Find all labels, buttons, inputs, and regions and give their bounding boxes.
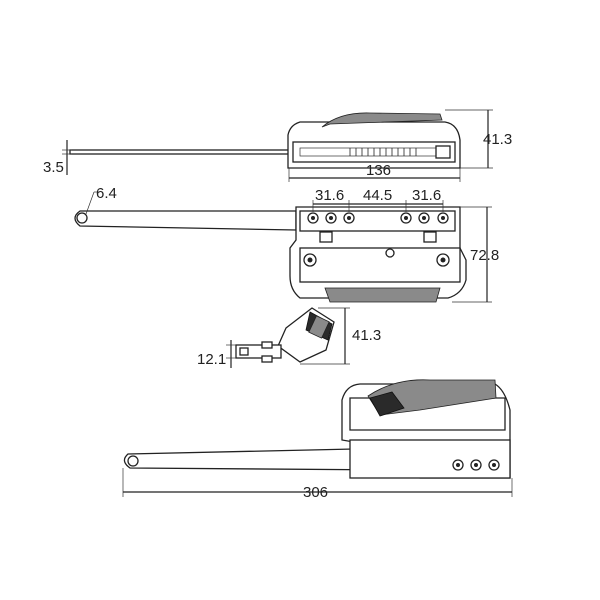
- top-view-arm-dim: 3.5: [43, 159, 64, 176]
- front-view-arm: [74, 210, 297, 231]
- top-view-handle: [321, 112, 443, 128]
- front-view-hole-dim: 6.4: [96, 185, 117, 202]
- top-view-arm: [69, 149, 296, 155]
- front-view-spacing-left: 31.6: [315, 187, 344, 204]
- front-view-arm-hole: [76, 212, 88, 224]
- front-view: 6.4 31.6 44.5 31.6 72.8: [74, 185, 499, 303]
- front-view-spacing-right: 31.6: [412, 187, 441, 204]
- front-view-mount-holes: [307, 212, 449, 224]
- top-view-width-dim: 136: [366, 162, 391, 179]
- top-view: 41.3 136 3.5: [43, 109, 512, 182]
- side-view: 41.3 12.1: [197, 307, 381, 368]
- top-view-height-dim: 41.3: [483, 131, 512, 148]
- side-view-height-dim: 41.3: [352, 327, 381, 344]
- bottom-view-length-dim: 306: [303, 484, 328, 501]
- front-view-height-dim: 72.8: [470, 247, 499, 264]
- side-view-depth-dim: 12.1: [197, 351, 226, 368]
- front-view-handle: [324, 287, 441, 303]
- bottom-view-arm-hole: [127, 455, 139, 467]
- bottom-view: 306: [122, 379, 513, 501]
- front-view-spacing-middle: 44.5: [363, 187, 392, 204]
